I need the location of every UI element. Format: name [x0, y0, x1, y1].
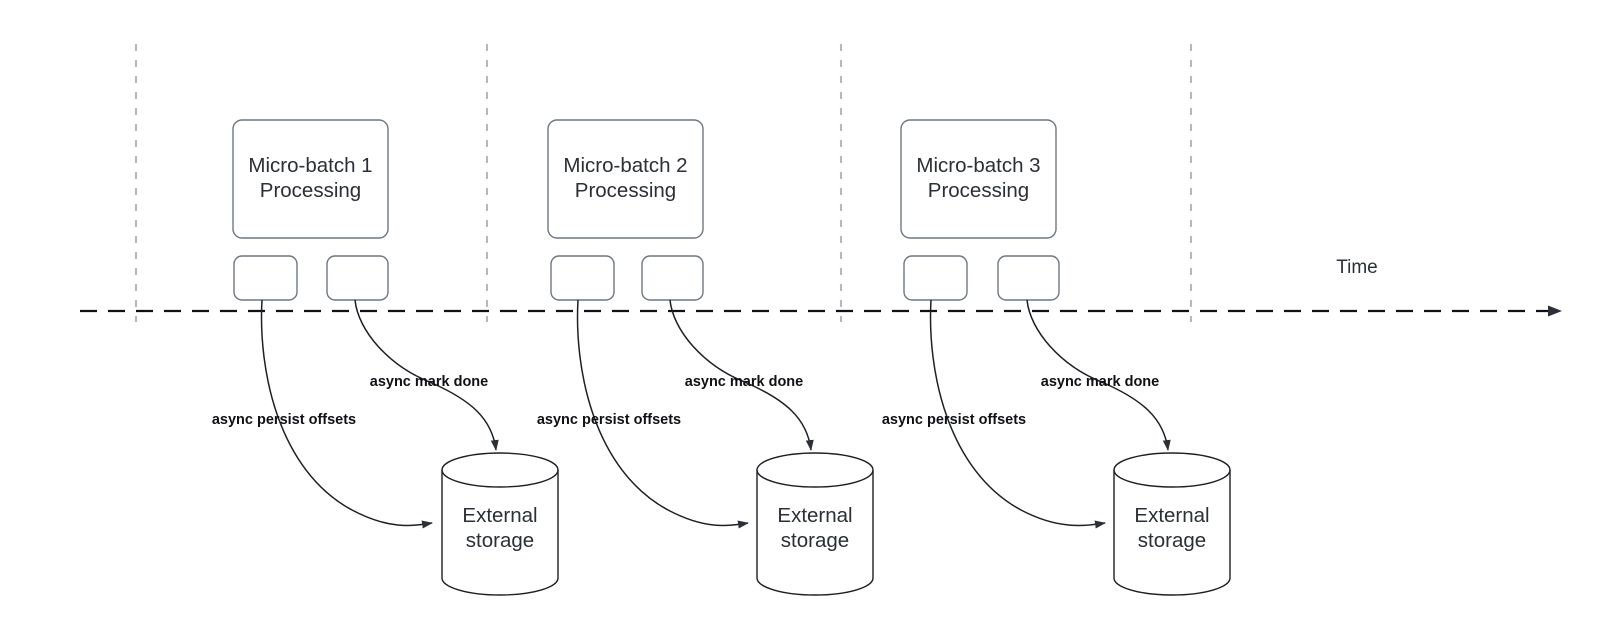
storage-label-line2: storage	[781, 529, 849, 552]
storage-cylinder-body[interactable]	[441, 470, 559, 596]
async-mark-done-arrow	[354, 299, 499, 451]
async-mark-done-label: async mark done	[370, 374, 488, 390]
async-mark-done-label: async mark done	[1041, 374, 1159, 390]
task-box-mark[interactable]	[641, 255, 704, 301]
micro-batch-label-line1: Micro-batch 2	[563, 154, 687, 177]
async-mark-done-arrow	[1026, 299, 1171, 451]
async-persist-offsets-label: async persist offsets	[212, 412, 356, 428]
async-persist-offsets-label: async persist offsets	[537, 412, 681, 428]
micro-batch-label-line2: Processing	[260, 179, 361, 202]
async-persist-offsets-arrow	[576, 299, 749, 529]
task-box-persist[interactable]	[903, 255, 968, 301]
micro-batch-label-line1: Micro-batch 1	[248, 154, 372, 177]
storage-label-line2: storage	[1138, 529, 1206, 552]
micro-batch-label-line2: Processing	[928, 179, 1029, 202]
micro-batch-box[interactable]	[547, 119, 704, 239]
storage-cylinder-body[interactable]	[1113, 470, 1231, 596]
async-persist-offsets-arrow	[260, 299, 433, 529]
micro-batch-label-line2: Processing	[575, 179, 676, 202]
async-persist-offsets-arrow	[929, 299, 1106, 529]
micro-batch-box[interactable]	[232, 119, 389, 239]
micro-batch-box[interactable]	[900, 119, 1057, 239]
task-box-mark[interactable]	[326, 255, 389, 301]
async-mark-done-arrow	[669, 299, 814, 451]
time-axis-label: Time	[1336, 257, 1378, 278]
task-box-mark[interactable]	[997, 255, 1060, 301]
task-box-persist[interactable]	[233, 255, 298, 301]
storage-cylinder-top[interactable]	[1113, 452, 1231, 488]
storage-cylinder-body[interactable]	[756, 470, 874, 596]
storage-label-line1: External	[462, 504, 537, 527]
storage-cylinder-top[interactable]	[441, 452, 559, 488]
task-box-persist[interactable]	[550, 255, 615, 301]
storage-label-line1: External	[1134, 504, 1209, 527]
storage-cylinder-top[interactable]	[756, 452, 874, 488]
storage-label-line2: storage	[466, 529, 534, 552]
async-mark-done-label: async mark done	[685, 374, 803, 390]
async-persist-offsets-label: async persist offsets	[882, 412, 1026, 428]
storage-label-line1: External	[777, 504, 852, 527]
micro-batch-label-line1: Micro-batch 3	[916, 154, 1040, 177]
